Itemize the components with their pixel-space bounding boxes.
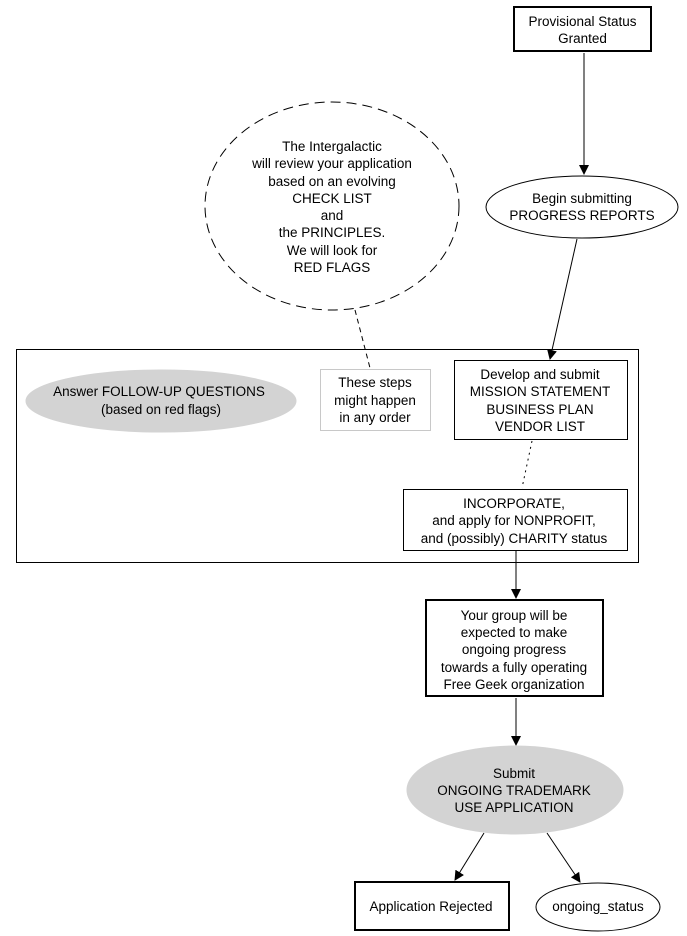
node-label-line: The Intergalactic <box>282 139 382 154</box>
node-label-line: ongoing progress <box>462 642 567 657</box>
node-incorporate: INCORPORATE, and apply for NONPROFIT, an… <box>403 489 628 551</box>
node-label-line: towards a fully operating <box>441 660 587 675</box>
node-begin-reports: Begin submitting PROGRESS REPORTS <box>485 175 679 239</box>
node-label-line: USE APPLICATION <box>454 800 573 815</box>
node-label-line: Submit <box>493 766 535 781</box>
node-label-line: Develop and submit <box>480 367 600 382</box>
node-label-line: based on an evolving <box>268 174 396 189</box>
node-label-line: MISSION STATEMENT <box>470 384 611 399</box>
edge-trademark-to-rejected <box>454 832 485 881</box>
node-followup-questions: Answer FOLLOW-UP QUESTIONS (based on red… <box>25 369 297 433</box>
node-application-rejected: Application Rejected <box>354 881 510 931</box>
node-trademark-application: Submit ONGOING TRADEMARK USE APPLICATION <box>406 745 624 835</box>
node-ongoing-status: ongoing_status <box>535 882 661 932</box>
node-label-line: the PRINCIPLES. <box>279 225 386 240</box>
node-provisional-status: Provisional Status Granted <box>513 6 652 52</box>
node-label-line: Begin submitting <box>532 191 632 206</box>
node-label-line: and apply for NONPROFIT, <box>432 513 596 528</box>
node-label-line: might happen <box>334 393 416 408</box>
node-label-line: Provisional Status <box>528 14 636 29</box>
node-label-line: RED FLAGS <box>294 260 371 275</box>
edge-note-to-anyorder <box>354 309 371 369</box>
node-mission-statement: Develop and submit MISSION STATEMENT BUS… <box>454 360 628 440</box>
node-label-line: (based on red flags) <box>101 402 221 417</box>
node-review-note: The Intergalactic will review your appli… <box>204 101 460 311</box>
node-label-line: Granted <box>558 31 607 46</box>
node-label-line: PROGRESS REPORTS <box>509 208 654 223</box>
node-label-line: will review your application <box>251 156 412 171</box>
node-ongoing-progress: Your group will be expected to make ongo… <box>425 599 604 697</box>
node-label-line: Application Rejected <box>369 899 492 914</box>
node-label-line: BUSINESS PLAN <box>486 402 593 417</box>
node-label-line: We will look for <box>287 243 378 258</box>
node-label-line: Answer FOLLOW-UP QUESTIONS <box>53 384 265 399</box>
node-label-line: Free Geek organization <box>443 677 584 692</box>
node-any-order-note: These steps might happen in any order <box>320 369 431 431</box>
node-label-line: in any order <box>339 410 411 425</box>
node-label-line: VENDOR LIST <box>495 419 585 434</box>
edge-mission-to-incorporate <box>521 440 533 489</box>
node-label-line: These steps <box>338 375 412 390</box>
edge-trademark-to-status <box>546 832 581 883</box>
edge-reports-to-mission <box>547 238 578 360</box>
node-label-line: expected to make <box>461 625 568 640</box>
cluster-box <box>16 349 639 563</box>
node-label-line: and <box>321 208 344 223</box>
node-label-line: CHECK LIST <box>292 191 372 206</box>
node-label-line: and (possibly) CHARITY status <box>421 531 608 546</box>
node-label-line: ONGOING TRADEMARK <box>437 783 591 798</box>
node-label-line: INCORPORATE, <box>463 496 565 511</box>
node-label-line: Your group will be <box>461 608 568 623</box>
node-label-line: ongoing_status <box>552 899 644 914</box>
